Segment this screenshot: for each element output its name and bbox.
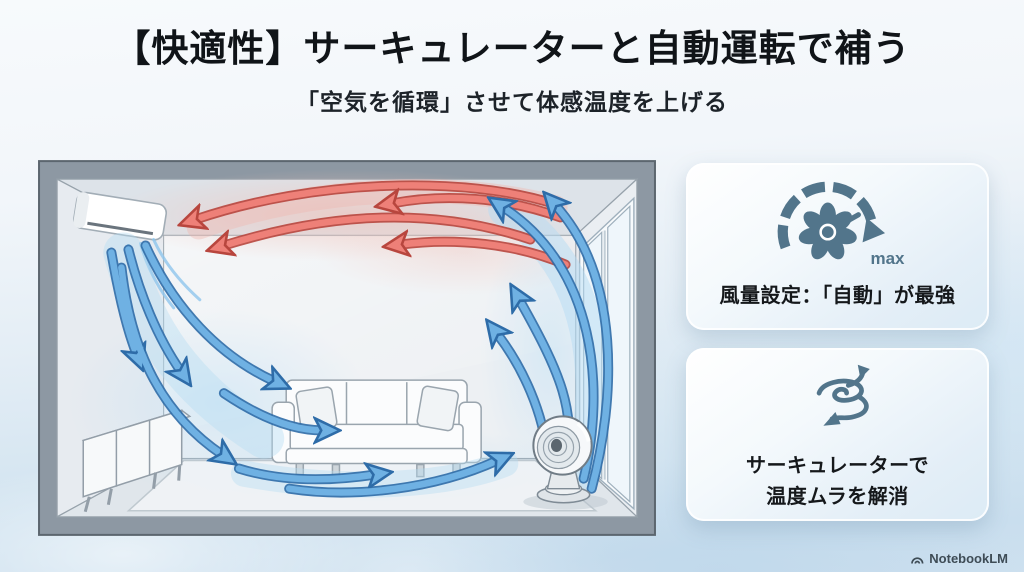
notebooklm-logo-icon — [911, 556, 924, 564]
card-circulator: サーキュレーターで 温度ムラを解消 — [686, 348, 989, 521]
circulator-fan — [523, 415, 608, 510]
room-diagram-svg — [38, 160, 656, 536]
page-title: 【快適性】サーキュレーターと自動運転で補う — [113, 28, 911, 69]
cyclone-swirl-icon — [790, 357, 886, 443]
circulator-text-line1: サーキュレーターで — [746, 454, 929, 477]
room-air-circulation-illustration — [33, 156, 661, 540]
fan-speed-text: 風量設定：「自動」が最強 — [719, 285, 956, 307]
card-fan-speed: max 風量設定：「自動」が最強 — [686, 163, 989, 330]
circulator-text: サーキュレーターで 温度ムラを解消 — [746, 451, 929, 513]
max-label: max — [870, 249, 905, 268]
header: 【快適性】サーキュレーターと自動運転で補う 「空気を循環」させて体感温度を上げる — [0, 0, 1024, 117]
tv-stand — [81, 409, 192, 513]
warm-air-arrows — [196, 180, 571, 270]
fan-max-gauge-icon: max — [775, 181, 905, 273]
air-conditioner — [73, 191, 202, 312]
brand-watermark: NotebookLM — [910, 551, 1008, 566]
page-subtitle: 「空気を循環」させて体感温度を上げる — [296, 89, 728, 116]
brand-name: NotebookLM — [929, 551, 1008, 566]
circulator-text-line2: 温度ムラを解消 — [766, 485, 909, 508]
